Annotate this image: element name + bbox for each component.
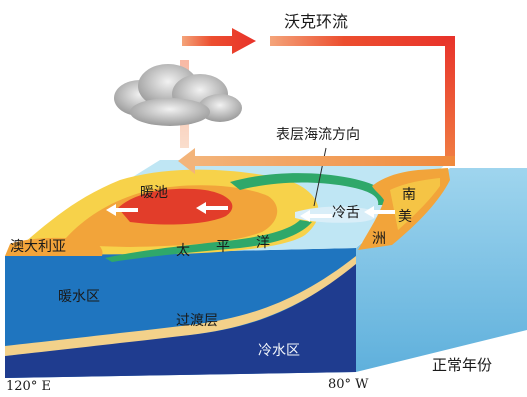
current-green-band	[105, 220, 312, 262]
australia-label: 澳大利亚	[10, 239, 66, 255]
walker-lower-arrow	[195, 156, 455, 166]
surface-current-label: 表层海流方向	[276, 127, 360, 143]
walker-upper-band	[270, 36, 455, 46]
surface-current-arrow-1	[300, 210, 332, 222]
south-america-char-1: 南	[402, 187, 416, 203]
south-america-char-3: 洲	[372, 231, 386, 247]
surface-current-arrow-4	[364, 206, 395, 218]
surface-current-arrow-2	[196, 202, 228, 214]
cold-water-zone-label: 冷水区	[258, 343, 300, 359]
walker-sinking-branch	[445, 36, 455, 156]
south-america-highlight	[390, 178, 440, 230]
cold-water-layer	[5, 262, 356, 378]
longitude-east-label: 80° W	[328, 377, 369, 392]
thermocline-band	[5, 256, 356, 356]
transition-layer-label: 过渡层	[176, 313, 218, 329]
pacific-char-2: 平	[216, 239, 230, 255]
south-america-char-2: 美	[398, 209, 412, 225]
normal-year-label: 正常年份	[432, 356, 493, 374]
cloud-icon	[114, 64, 242, 126]
warm-pool-label: 暖池	[140, 185, 168, 201]
current-green-band-north	[230, 173, 391, 205]
cold-tongue-zone	[295, 206, 378, 223]
cold-tongue-label: 冷舌	[332, 205, 360, 221]
surface-current-arrow-3	[106, 204, 138, 216]
longitude-west-label: 120° E	[6, 379, 51, 394]
australia-land	[5, 237, 103, 256]
warm-pool-red	[118, 188, 233, 225]
walker-circulation-label: 沃克环流	[284, 12, 349, 31]
pacific-char-3: 洋	[256, 235, 270, 251]
walker-upper-arrow	[182, 28, 256, 54]
walker-lower-arrowhead	[178, 148, 195, 174]
pacific-char-1: 太	[176, 243, 190, 259]
warm-water-zone-label: 暖水区	[58, 289, 100, 305]
